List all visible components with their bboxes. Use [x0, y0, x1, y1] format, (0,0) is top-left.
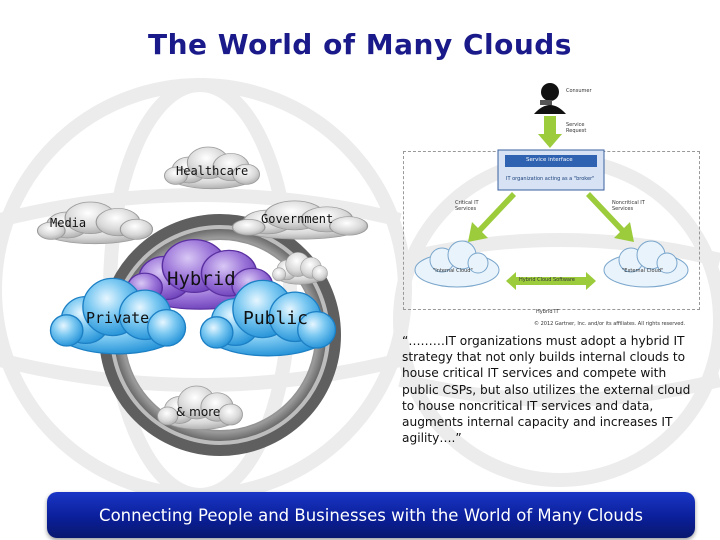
- hybrid-it-label: Hybrid IT: [536, 309, 559, 315]
- broker-label: IT organization acting as a "broker": [506, 176, 595, 182]
- hybrid-label: Hybrid: [167, 268, 236, 290]
- internal-cloud-icon: [414, 240, 500, 288]
- private-label: Private: [86, 309, 150, 327]
- left-diagonal-arrow: [468, 192, 516, 242]
- hybrid-software-label: Hybrid Cloud Software: [519, 277, 576, 283]
- tagline-text: Connecting People and Businesses with th…: [99, 505, 643, 525]
- internal-cloud-label: "Internal Cloud": [433, 268, 473, 274]
- noncritical-label: Noncritical IT Services: [612, 200, 645, 212]
- service-interface-bar: [505, 155, 597, 167]
- healthcare-label: Healthcare: [176, 164, 249, 178]
- down-arrow: [538, 116, 562, 148]
- hybrid-double-arrow: [506, 272, 596, 290]
- government-label: Government: [261, 212, 334, 226]
- cloud-diagram: [36, 146, 369, 456]
- hybrid-it-diagram: [414, 83, 689, 290]
- more-label: & more: [176, 405, 221, 419]
- public-label: Public: [243, 308, 309, 329]
- external-cloud-icon: [603, 240, 689, 288]
- slide-title: The World of Many Clouds: [148, 28, 572, 61]
- media-label: Media: [50, 216, 87, 230]
- consumer-label: Consumer: [566, 88, 592, 94]
- critical-label: Critical IT Services: [455, 200, 479, 212]
- service-request-label: Service Request: [566, 122, 587, 134]
- service-interface-label: Service interface: [526, 157, 573, 163]
- copyright-note: © 2012 Gartner, Inc. and/or its affiliat…: [534, 321, 686, 327]
- external-cloud-label: "External Cloud": [622, 268, 664, 274]
- consumer-icon: [534, 83, 566, 114]
- tagline-banner: Connecting People and Businesses with th…: [47, 492, 695, 538]
- gartner-quote: “………IT organizations must adopt a hybrid…: [402, 334, 691, 446]
- right-diagonal-arrow: [586, 192, 634, 242]
